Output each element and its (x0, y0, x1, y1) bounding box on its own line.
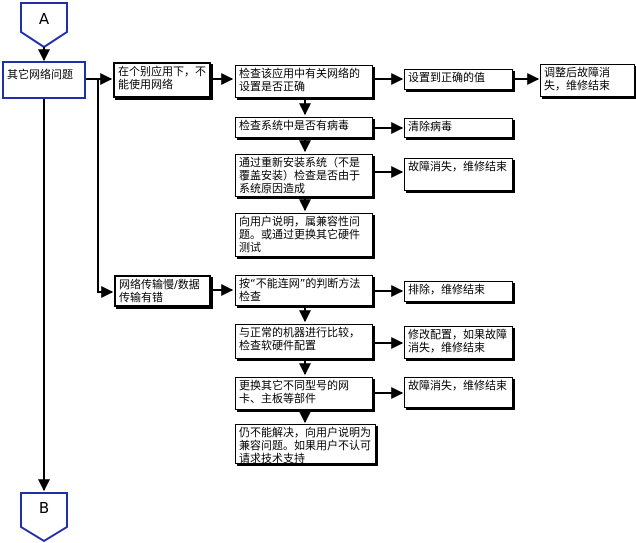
node-root: 其它网络问题 (2, 61, 86, 99)
node-fixed-after-replace: 故障消失，维修结束 (404, 377, 513, 408)
connector-b-label: B (38, 499, 50, 517)
node-excluded-done: 排除，维修结束 (404, 281, 513, 302)
node-check-app-settings: 检查该应用中有关网络的设置是否正确 (235, 65, 373, 98)
connector-a-shape (20, 2, 68, 49)
connector-a-label: A (38, 10, 50, 28)
node-set-correct-value: 设置到正确的值 (404, 69, 513, 90)
node-check-virus: 检查系统中是否有病毒 (235, 117, 373, 138)
node-remove-virus: 清除病毒 (404, 118, 513, 138)
node-reinstall-system: 通过重新安装系统（不是覆盖安装）检查是否由于系统原因造成 (235, 154, 373, 197)
node-slow-transfer: 网络传输慢/数据传输有错 (114, 275, 211, 307)
node-check-connectivity: 按“不能连网”的判断方法检查 (235, 275, 373, 306)
node-compare-config: 与正常的机器进行比较，检查软硬件配置 (235, 324, 373, 359)
connector-b-shape (20, 492, 68, 543)
node-fixed-after-adjust: 调整后故障消失，维修结束 (540, 64, 635, 97)
node-compatibility-note: 向用户说明，属兼容性问题。或通过更换其它硬件测试 (235, 213, 373, 257)
node-still-unresolved: 仍不能解决，向用户说明为兼容问题。如果用户不认可请求技术支持 (235, 424, 376, 464)
node-app-no-network: 在个别应用下，不能使用网络 (113, 62, 211, 98)
node-replace-parts: 更换其它不同型号的网卡、主板等部件 (235, 377, 373, 410)
node-modify-config: 修改配置，如果故障消失，维修结束 (404, 326, 513, 359)
node-fixed-after-reinstall: 故障消失，维修结束 (404, 158, 513, 191)
